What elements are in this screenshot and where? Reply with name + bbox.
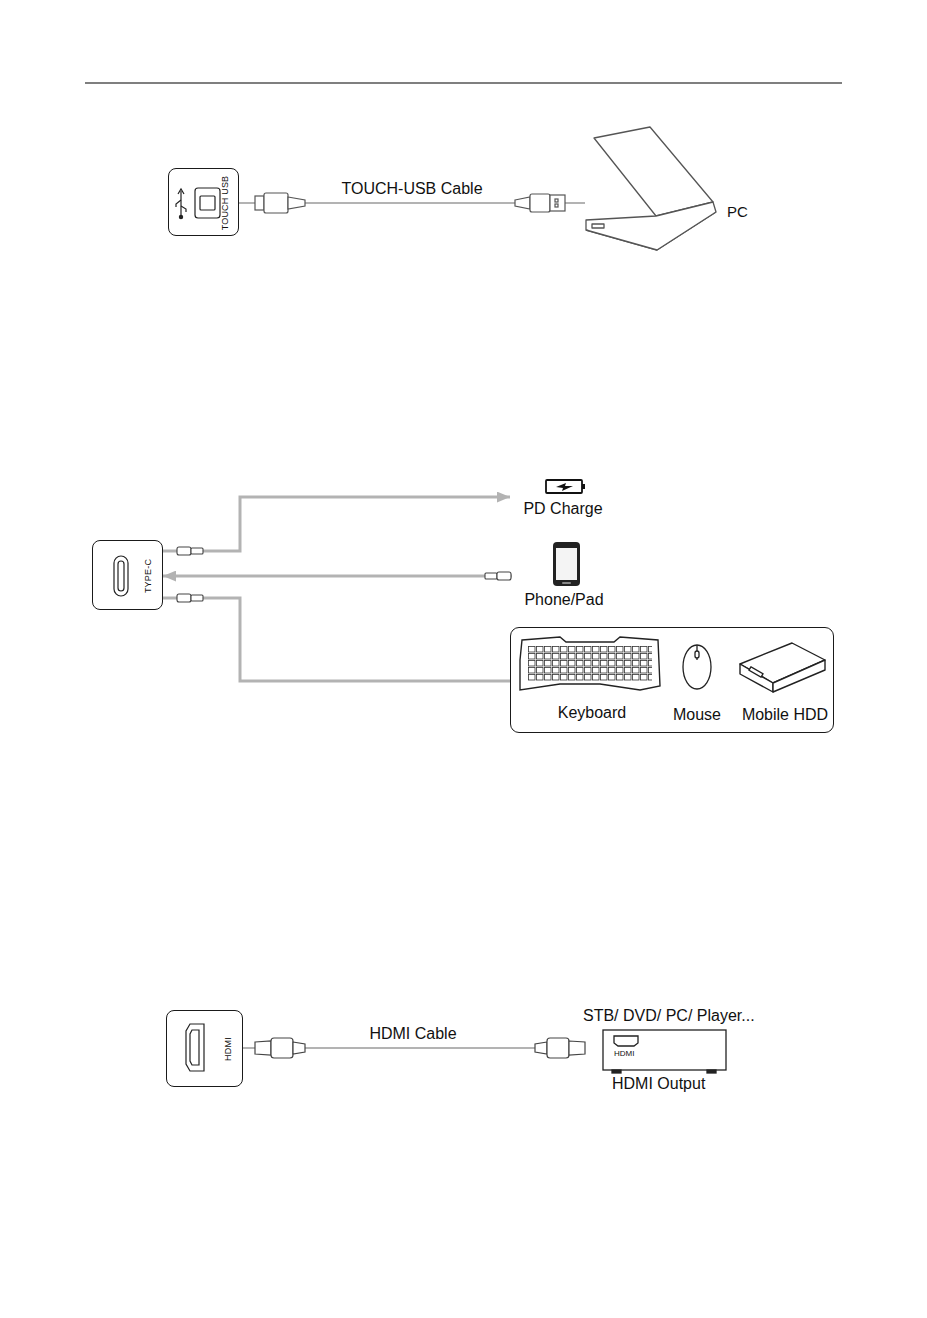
port-box: TOUCH USB	[168, 168, 239, 236]
port-box: HDMI	[166, 1010, 243, 1087]
device-label: Phone/Pad	[524, 591, 603, 609]
laptop-illustration	[586, 127, 716, 250]
port-label: TOUCH USB	[220, 176, 230, 231]
device-label: Mobile HDD	[742, 706, 828, 724]
icon-node: Phone/Pad	[512, 540, 612, 612]
hdmi-port-icon	[186, 1024, 204, 1071]
type-c-plug	[177, 547, 511, 602]
battery-icon	[546, 480, 585, 493]
port-label: HDMI	[223, 1037, 233, 1061]
device-label: Keyboard	[558, 704, 627, 722]
type-c-port-icon	[114, 556, 128, 596]
cable-connector	[163, 575, 512, 578]
phone-icon	[553, 542, 580, 586]
cable-connector	[163, 497, 510, 551]
port-label: TYPE-C	[143, 559, 153, 593]
cable-label: TOUCH-USB Cable	[339, 180, 484, 198]
device-label: STB/ DVD/ PC/ Player...	[583, 1007, 755, 1025]
device-label: PC	[727, 203, 748, 220]
icon-node: PD Charge	[512, 476, 612, 522]
usb-b-plug	[255, 193, 305, 213]
peripheral-group: Keyboard Mouse Mobile HDD	[510, 627, 834, 733]
usb-port-icon	[176, 188, 220, 219]
hdd-illustration	[740, 643, 825, 692]
port-box: TYPE-C	[92, 540, 163, 610]
player-device	[603, 1030, 726, 1073]
cable-connector	[163, 598, 510, 681]
device-label: Mouse	[673, 706, 721, 724]
header-rule	[85, 82, 842, 83]
device-label: HDMI Output	[612, 1075, 705, 1093]
usb-a-plug	[515, 194, 565, 212]
keyboard-illustration	[520, 637, 660, 690]
device-label: HDMI	[614, 1049, 634, 1058]
device-node: PC	[585, 125, 755, 253]
device-label: PD Charge	[523, 500, 602, 518]
mouse-illustration	[683, 645, 711, 689]
cable-label: HDMI Cable	[367, 1025, 458, 1043]
source-device: STB/ DVD/ PC/ Player... HDMI HDMI Output	[583, 1005, 778, 1097]
